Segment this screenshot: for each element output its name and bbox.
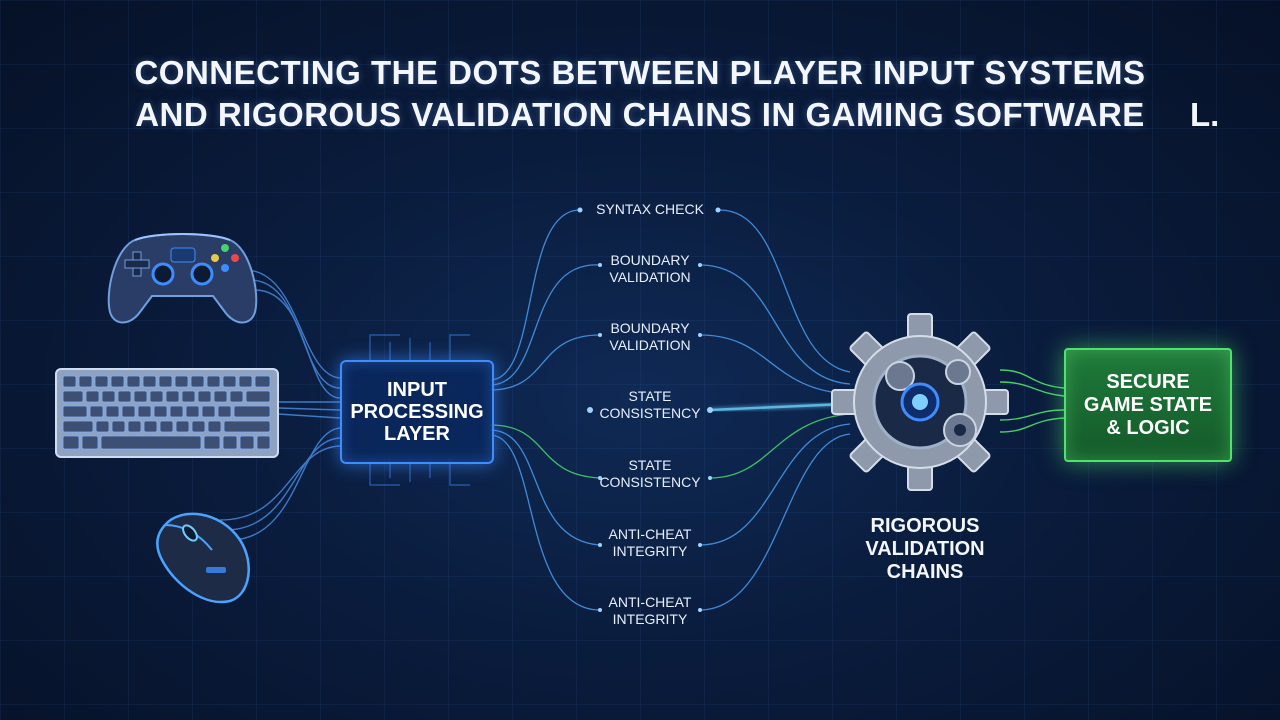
page-title: CONNECTING THE DOTS BETWEEN PLAYER INPUT… [0, 52, 1280, 136]
validation-chains-label: RIGOROUS VALIDATION CHAINS [865, 515, 985, 583]
input-processing-label: INPUT PROCESSING LAYER [350, 379, 484, 445]
title-line-1: CONNECTING THE DOTS BETWEEN PLAYER INPUT… [134, 54, 1146, 91]
check-boundary-2: BOUNDARY VALIDATION [550, 320, 750, 354]
check-boundary-2-label: BOUNDARY VALIDATION [609, 320, 691, 353]
check-anticheat-2-label: ANTI-CHEAT INTEGRITY [608, 594, 692, 627]
check-state-2: STATE CONSISTENCY [550, 457, 750, 491]
mouse-icon [156, 512, 250, 604]
device-wires [219, 269, 341, 541]
check-wires [489, 209, 851, 611]
gamepad-icon [107, 233, 258, 324]
check-boundary-1-label: BOUNDARY VALIDATION [609, 252, 691, 285]
check-anticheat-2: ANTI-CHEAT INTEGRITY [550, 594, 750, 628]
title-line-2: AND RIGOROUS VALIDATION CHAINS IN GAMING… [135, 96, 1145, 133]
input-processing-layer: INPUT PROCESSING LAYER [340, 360, 494, 464]
secure-game-state-label: SECURE GAME STATE & LOGIC [1083, 370, 1213, 439]
check-anticheat-1: ANTI-CHEAT INTEGRITY [550, 526, 750, 560]
check-state-1-label: STATE CONSISTENCY [599, 388, 701, 421]
check-nodes [577, 207, 721, 612]
check-state-2-label: STATE CONSISTENCY [599, 457, 701, 490]
check-state-1: STATE CONSISTENCY [550, 388, 750, 422]
gear-icon [831, 313, 1009, 491]
check-syntax: SYNTAX CHECK [596, 201, 704, 217]
output-wires [999, 369, 1065, 433]
secure-game-state-box: SECURE GAME STATE & LOGIC [1064, 348, 1232, 462]
title-suffix: L. [1190, 96, 1220, 133]
keyboard-icon [55, 368, 279, 458]
check-anticheat-1-label: ANTI-CHEAT INTEGRITY [608, 526, 692, 559]
check-boundary-1: BOUNDARY VALIDATION [550, 252, 750, 286]
